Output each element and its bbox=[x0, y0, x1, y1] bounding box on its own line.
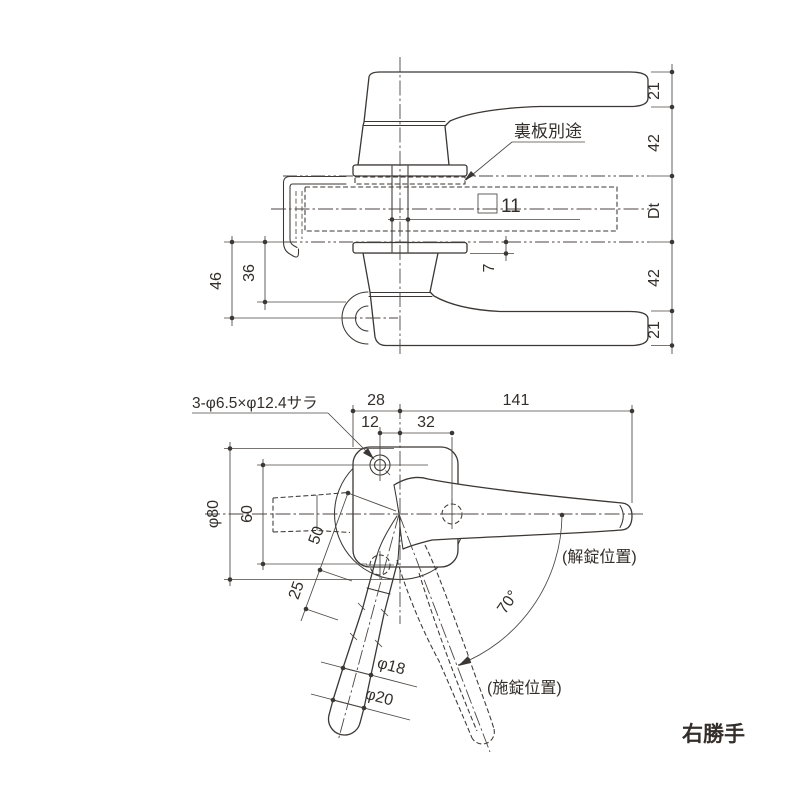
upper-rose-plate bbox=[352, 164, 468, 177]
dim-12: 12 bbox=[361, 414, 379, 431]
dim-dt: Dt bbox=[646, 202, 663, 219]
dim-42-bottom: 42 bbox=[646, 269, 663, 287]
dim-141: 141 bbox=[503, 392, 530, 409]
screw-hole-bottom-hidden bbox=[366, 551, 394, 579]
dim-dia80: φ80 bbox=[205, 500, 222, 528]
arc-arrow bbox=[458, 656, 471, 666]
spindle-size-label: 11 bbox=[501, 196, 521, 217]
handing-label: 右勝手 bbox=[682, 722, 745, 746]
dim-dia20: φ20 bbox=[363, 686, 395, 710]
dim-46: 46 bbox=[208, 272, 225, 290]
lever-lock-position-hidden bbox=[396, 544, 495, 745]
countersink-arrow bbox=[363, 448, 374, 459]
dim-28: 28 bbox=[367, 392, 385, 409]
dim-25: 25 bbox=[286, 579, 308, 602]
lower-rose-plate bbox=[352, 241, 468, 254]
spindle-callout: 11 bbox=[388, 193, 580, 222]
dim-36: 36 bbox=[241, 264, 258, 282]
dim-7: 7 bbox=[481, 263, 498, 272]
leader-arrow bbox=[464, 171, 475, 181]
countersink-note: 3-φ6.5×φ12.4サラ bbox=[192, 395, 318, 412]
lock-position-label: (施錠位置) bbox=[487, 679, 562, 697]
front-view-centerlines bbox=[205, 404, 646, 753]
angle-70-label: 70° bbox=[494, 588, 522, 618]
door-edge-bracket bbox=[282, 175, 347, 258]
front-view: 70° 3-φ6.5×φ12.4サラ 28 141 12 32 φ bbox=[192, 392, 646, 753]
countersink-leader: 3-φ6.5×φ12.4サラ bbox=[192, 395, 374, 459]
side-view-centerlines bbox=[271, 57, 649, 357]
dim-dia18: φ18 bbox=[375, 655, 407, 679]
backplate-note: 裏板別途 bbox=[514, 121, 582, 141]
lever-unlock-position bbox=[393, 476, 633, 550]
backing-plate-hidden bbox=[354, 176, 466, 185]
dim-21-bottom: 21 bbox=[646, 321, 663, 339]
upper-lever bbox=[357, 71, 649, 166]
dim-60: 60 bbox=[239, 505, 256, 523]
dim-32: 32 bbox=[417, 414, 435, 431]
backplate-note-leader: 裏板別途 bbox=[464, 121, 585, 181]
front-view-dimensions: 28 141 12 32 φ80 60 50 25 φ18 φ20 bbox=[205, 392, 635, 721]
lower-lever bbox=[362, 252, 649, 347]
square-symbol bbox=[477, 193, 498, 214]
dim-42-top: 42 bbox=[646, 134, 663, 152]
unlock-position-label: (解錠位置) bbox=[562, 548, 637, 566]
side-view: 11 裏板別途 21 42 Dt 42 21 bbox=[208, 57, 675, 357]
side-view-dimensions: 21 42 Dt 42 21 46 36 7 bbox=[208, 64, 675, 354]
dim-21-top: 21 bbox=[646, 82, 663, 100]
lock-case-hidden-lines bbox=[295, 186, 618, 239]
dim-50: 50 bbox=[306, 524, 328, 547]
